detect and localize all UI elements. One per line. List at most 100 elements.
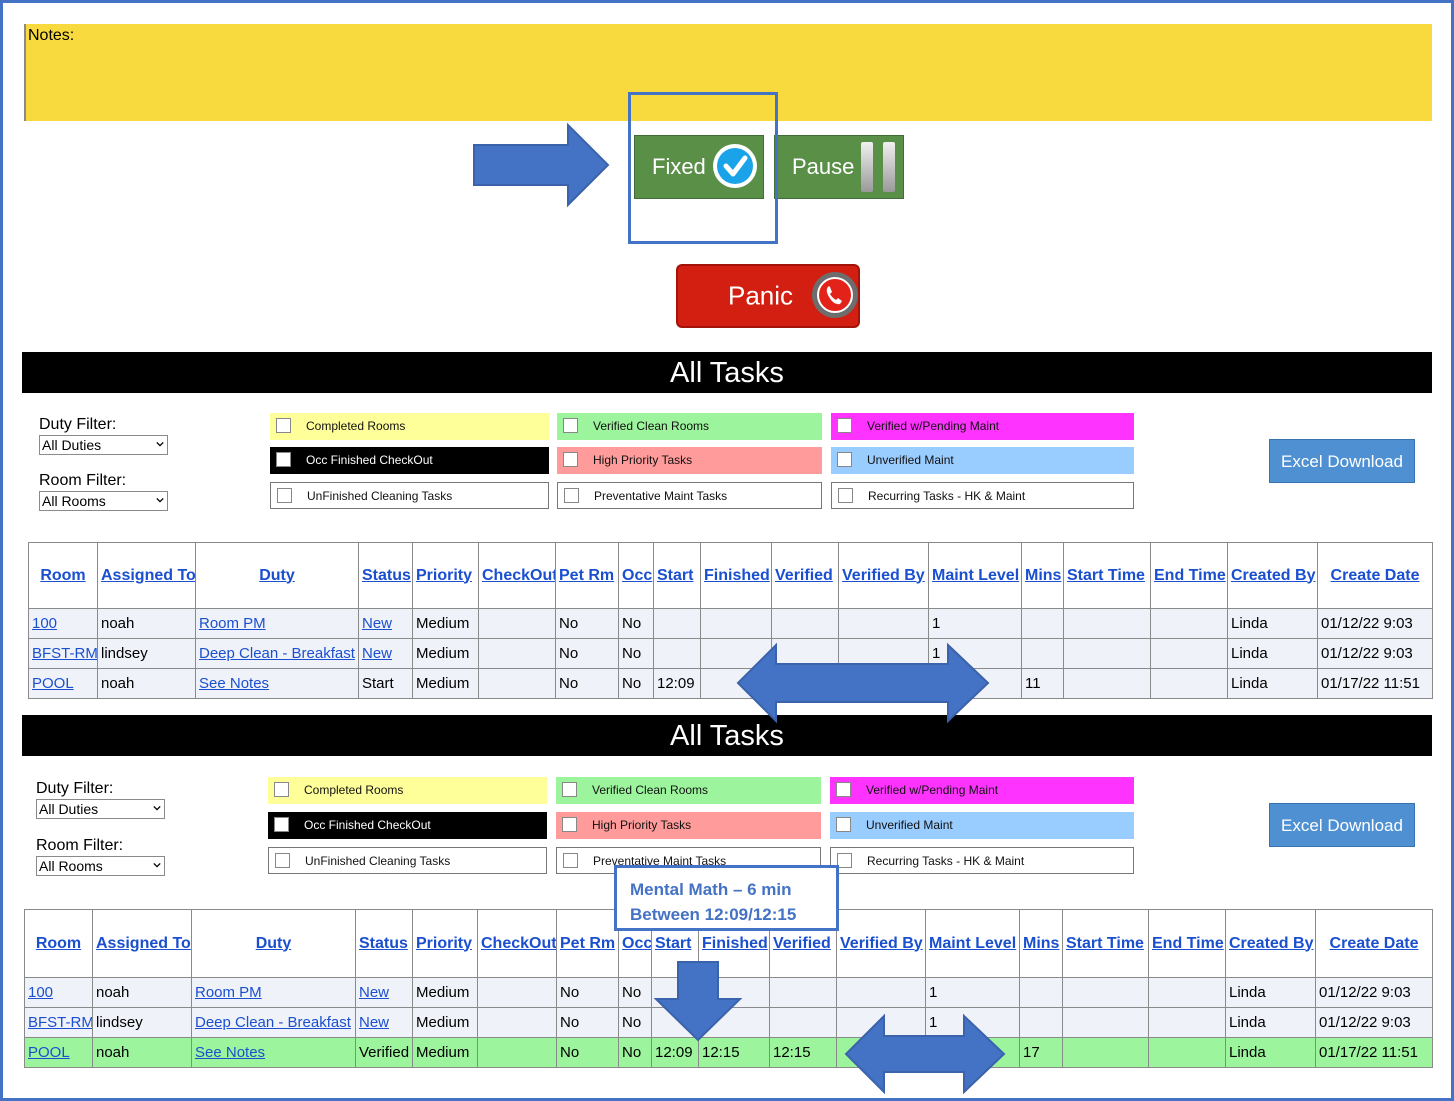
col-header-verified-by[interactable]: Verified By xyxy=(836,909,926,978)
legend-checkbox[interactable] xyxy=(838,488,853,503)
legend-unverified-maint-1[interactable]: Unverified Maint xyxy=(831,447,1134,474)
legend-occ-finished-checkout-2[interactable]: Occ Finished CheckOut xyxy=(268,812,547,839)
col-header-priority[interactable]: Priority xyxy=(412,909,478,978)
legend-completed-rooms-2[interactable]: Completed Rooms xyxy=(268,777,547,804)
room-filter-select-2[interactable]: All Rooms xyxy=(36,856,165,876)
col-header-start-time[interactable]: Start Time xyxy=(1062,909,1149,978)
cell-room[interactable]: POOL xyxy=(28,668,98,699)
duty-filter-select-1[interactable]: All Duties xyxy=(39,435,168,455)
legend-high-priority-tasks-2[interactable]: High Priority Tasks xyxy=(556,812,821,839)
legend-checkbox[interactable] xyxy=(563,418,578,433)
legend-recurring-tasks-1[interactable]: Recurring Tasks - HK & Maint xyxy=(831,482,1134,509)
col-header-start-time[interactable]: Start Time xyxy=(1063,542,1151,609)
legend-unfinished-cleaning-tasks-2[interactable]: UnFinished Cleaning Tasks xyxy=(268,847,547,874)
cell-room[interactable]: 100 xyxy=(24,977,93,1008)
fixed-button[interactable]: Fixed xyxy=(634,135,764,199)
col-header-created-by[interactable]: Created By xyxy=(1225,909,1316,978)
col-header-duty[interactable]: Duty xyxy=(195,542,359,609)
legend-preventative-maint-tasks-1[interactable]: Preventative Maint Tasks xyxy=(557,482,822,509)
legend-verified-pending-maint-1[interactable]: Verified w/Pending Maint xyxy=(831,413,1134,440)
col-header-assigned-to[interactable]: Assigned To xyxy=(92,909,192,978)
cell-room[interactable]: BFST-RM xyxy=(28,638,98,669)
legend-unfinished-cleaning-tasks-1[interactable]: UnFinished Cleaning Tasks xyxy=(270,482,549,509)
col-header-pet-rm[interactable]: Pet Rm xyxy=(556,909,619,978)
col-header-maint-level[interactable]: Maint Level xyxy=(925,909,1020,978)
cell-status[interactable]: New xyxy=(358,608,413,639)
col-header-checkout[interactable]: CheckOut xyxy=(478,542,556,609)
legend-completed-rooms-1[interactable]: Completed Rooms xyxy=(270,413,549,440)
cell-room[interactable]: POOL xyxy=(24,1037,93,1068)
col-header-end-time[interactable]: End Time xyxy=(1150,542,1228,609)
legend-recurring-tasks-2[interactable]: Recurring Tasks - HK & Maint xyxy=(830,847,1134,874)
col-header-verified[interactable]: Verified xyxy=(771,542,839,609)
cell-status[interactable]: New xyxy=(355,977,413,1008)
col-header-verified-by[interactable]: Verified By xyxy=(838,542,929,609)
excel-download-button-2[interactable]: Excel Download xyxy=(1269,803,1415,847)
legend-checkbox[interactable] xyxy=(564,488,579,503)
legend-checkbox[interactable] xyxy=(277,488,292,503)
legend-checkbox[interactable] xyxy=(837,853,852,868)
col-header-end-time[interactable]: End Time xyxy=(1148,909,1226,978)
legend-verified-clean-rooms-2[interactable]: Verified Clean Rooms xyxy=(556,777,821,804)
col-header-create-date[interactable]: Create Date xyxy=(1315,909,1433,978)
col-header-status[interactable]: Status xyxy=(355,909,413,978)
legend-checkbox[interactable] xyxy=(836,782,851,797)
cell-status[interactable]: New xyxy=(358,638,413,669)
legend-high-priority-tasks-1[interactable]: High Priority Tasks xyxy=(557,447,822,474)
legend-verified-pending-maint-2[interactable]: Verified w/Pending Maint xyxy=(830,777,1134,804)
legend-checkbox[interactable] xyxy=(275,853,290,868)
col-header-pet-rm[interactable]: Pet Rm xyxy=(555,542,619,609)
panic-button[interactable]: Panic xyxy=(676,264,860,328)
col-header-start[interactable]: Start xyxy=(653,542,701,609)
legend-checkbox[interactable] xyxy=(837,452,852,467)
legend-checkbox[interactable] xyxy=(837,418,852,433)
col-header-room[interactable]: Room xyxy=(28,542,98,609)
pause-button[interactable]: Pause xyxy=(774,135,904,199)
legend-checkbox[interactable] xyxy=(276,418,291,433)
cell-duty[interactable]: Room PM xyxy=(191,977,356,1008)
excel-download-button-1[interactable]: Excel Download xyxy=(1269,439,1415,483)
col-header-mins[interactable]: Mins xyxy=(1019,909,1063,978)
cell-duty[interactable]: See Notes xyxy=(195,668,359,699)
cell-duty[interactable]: Room PM xyxy=(195,608,359,639)
legend-verified-clean-rooms-1[interactable]: Verified Clean Rooms xyxy=(557,413,822,440)
col-header-mins[interactable]: Mins xyxy=(1021,542,1064,609)
col-header-checkout[interactable]: CheckOut xyxy=(477,909,557,978)
col-header-duty[interactable]: Duty xyxy=(191,909,356,978)
col-header-maint-level[interactable]: Maint Level xyxy=(928,542,1022,609)
col-header-finished[interactable]: Finished xyxy=(700,542,772,609)
col-header-occ[interactable]: Occ xyxy=(618,542,654,609)
col-header-created-by[interactable]: Created By xyxy=(1227,542,1318,609)
cell-room[interactable]: 100 xyxy=(28,608,98,639)
cell-room[interactable]: BFST-RM xyxy=(24,1007,93,1038)
cell-status[interactable]: New xyxy=(355,1007,413,1038)
legend-checkbox[interactable] xyxy=(563,853,578,868)
legend-checkbox[interactable] xyxy=(563,452,578,467)
cell-duty[interactable]: Deep Clean - Breakfast xyxy=(191,1007,356,1038)
col-header-priority[interactable]: Priority xyxy=(412,542,479,609)
col-header-status[interactable]: Status xyxy=(358,542,413,609)
legend-occ-finished-checkout-1[interactable]: Occ Finished CheckOut xyxy=(270,447,549,474)
col-header-create-date[interactable]: Create Date xyxy=(1317,542,1433,609)
legend-checkbox[interactable] xyxy=(562,782,577,797)
col-header-assigned-to[interactable]: Assigned To xyxy=(97,542,196,609)
cell-duty[interactable]: Deep Clean - Breakfast xyxy=(195,638,359,669)
col-header-room[interactable]: Room xyxy=(24,909,93,978)
legend-checkbox[interactable] xyxy=(274,817,289,832)
legend-checkbox[interactable] xyxy=(276,452,291,467)
duty-filter-select-2[interactable]: All Duties xyxy=(36,799,165,819)
legend-checkbox[interactable] xyxy=(562,817,577,832)
legend-checkbox[interactable] xyxy=(274,782,289,797)
legend-checkbox[interactable] xyxy=(836,817,851,832)
room-filter-select-1[interactable]: All Rooms xyxy=(39,491,168,511)
legend-unverified-maint-2[interactable]: Unverified Maint xyxy=(830,812,1134,839)
cell-duty[interactable]: See Notes xyxy=(191,1037,356,1068)
notes-field[interactable]: Notes: xyxy=(24,24,1432,121)
